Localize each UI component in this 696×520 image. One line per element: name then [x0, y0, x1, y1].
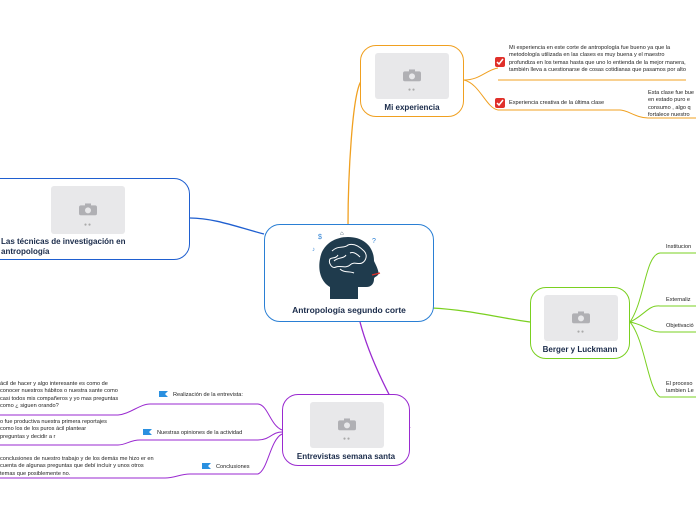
- camera-icon: [79, 203, 97, 215]
- svg-text:$: $: [318, 234, 322, 241]
- berger-item: Objetivació: [666, 323, 694, 329]
- camera-icon: [338, 418, 356, 430]
- check-icon: [495, 98, 505, 108]
- berger-item: Institucion: [666, 244, 691, 250]
- entrevistas-label: Conclusiones: [216, 464, 250, 470]
- svg-text:⌂: ⌂: [340, 231, 344, 237]
- image-placeholder: ●●: [51, 186, 125, 234]
- image-placeholder: ●●: [544, 295, 618, 341]
- entrevistas-label: Nuestras opiniones de la actividad: [157, 430, 242, 436]
- svg-text:?: ?: [372, 238, 376, 245]
- topic-title: Mi experiencia: [361, 103, 463, 112]
- image-placeholder: ●●: [310, 402, 384, 448]
- flag-icon: [158, 390, 170, 400]
- camera-icon: [403, 69, 421, 81]
- connector-berger: [432, 308, 530, 322]
- flag-icon: [142, 428, 154, 438]
- experiencia-item-2: Experiencia creativa de la última clase: [509, 100, 604, 106]
- camera-icon: [572, 311, 590, 323]
- berger-item: El proceso tambien Le: [666, 381, 696, 396]
- berger-item: Externaliz: [666, 297, 691, 303]
- central-topic[interactable]: $ ⌂ ? ♪ Antropología segundo corte: [264, 224, 434, 322]
- svg-text:♪: ♪: [312, 247, 315, 253]
- topic-tecnicas[interactable]: ●● Las técnicas de investigación en antr…: [0, 178, 190, 260]
- experiencia-item-1: Mi experiencia en este corte de antropol…: [509, 45, 687, 75]
- entrevistas-text: conclusiones de nuestro trabajo y de los…: [0, 456, 160, 478]
- flag-icon: [201, 462, 213, 472]
- connector-tecnicas: [190, 218, 264, 234]
- central-title: Antropología segundo corte: [265, 305, 433, 315]
- entrevistas-label: Realización de la entrevista:: [173, 392, 243, 398]
- entrevistas-text: ácil de hacer y algo interesante es como…: [0, 381, 122, 411]
- entrevistas-text: o fue productiva nuestra primera reporta…: [0, 419, 110, 441]
- brain-head-icon: $ ⌂ ? ♪: [310, 229, 390, 307]
- experiencia-note: Esta clase fue bue en estado puro e cons…: [648, 90, 696, 120]
- topic-berger[interactable]: ●● Berger y Luckmann: [530, 287, 630, 359]
- topic-entrevistas[interactable]: ●● Entrevistas semana santa: [282, 394, 410, 466]
- topic-title: Berger y Luckmann: [531, 345, 629, 354]
- check-icon: [495, 57, 505, 67]
- topic-title: Las técnicas de investigación en antropo…: [1, 237, 131, 257]
- topic-title: Entrevistas semana santa: [283, 452, 409, 461]
- topic-mi-experiencia[interactable]: ●● Mi experiencia: [360, 45, 464, 117]
- image-placeholder: ●●: [375, 53, 449, 99]
